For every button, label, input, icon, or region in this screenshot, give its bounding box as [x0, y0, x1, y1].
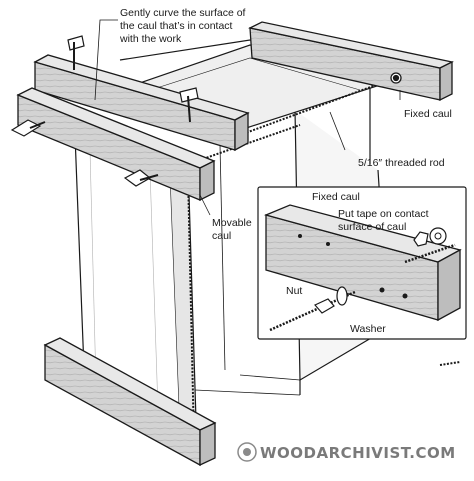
movable-caul — [16, 87, 216, 202]
threaded-rods — [84, 77, 461, 441]
svg-text:the caul that’s in contact: the caul that’s in contact — [120, 20, 233, 32]
nut-icon — [314, 298, 335, 314]
svg-text:WOODARCHIVIST.COM: WOODARCHIVIST.COM — [260, 444, 456, 462]
wing-knob-icon — [10, 35, 199, 187]
washer-icon — [336, 286, 348, 306]
callout-curve-note: Gently curve the surface of the caul tha… — [119, 7, 246, 45]
label-threaded-rod: 5/16″ threaded rod — [358, 157, 445, 169]
svg-text:Movable: Movable — [212, 217, 252, 229]
label-inset-fixed-caul: Fixed caul — [312, 191, 360, 203]
label-washer: Washer — [350, 323, 386, 335]
sun-logo-icon — [237, 442, 257, 462]
label-nut: Nut — [286, 285, 302, 297]
label-tape-note: Put tape on contact surface of caul — [338, 208, 429, 233]
svg-text:caul: caul — [212, 230, 231, 242]
fixed-caul-top — [248, 21, 454, 102]
watermark: WOODARCHIVIST.COM — [237, 442, 456, 462]
inset-detail — [257, 186, 467, 340]
caul-bottom — [43, 337, 217, 467]
svg-text:with the work: with the work — [119, 33, 182, 45]
svg-text:surface of caul: surface of caul — [338, 221, 406, 233]
caul-top-front — [33, 54, 250, 152]
svg-text:Gently curve the surface of: Gently curve the surface of — [120, 7, 246, 19]
label-movable-caul: Movable caul — [212, 217, 252, 242]
svg-text:Put tape on contact: Put tape on contact — [338, 208, 429, 220]
label-fixed-caul: Fixed caul — [404, 108, 452, 120]
